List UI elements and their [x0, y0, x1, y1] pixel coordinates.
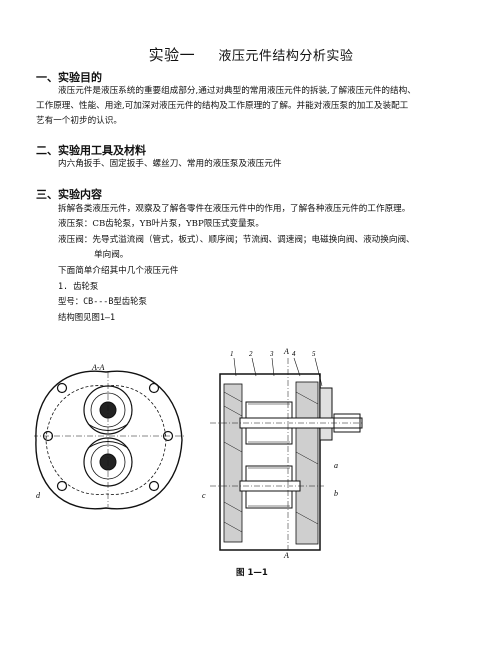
pump-longitudinal-view — [210, 357, 364, 551]
section-heading-tools: 二、实验用工具及材料 — [36, 144, 146, 157]
paragraph-line: 液压阀：先导式溢流阀（管式，板式）、顺序阀；节流阀、调速阀；电磁换向阀、液动换向… — [58, 235, 415, 245]
part-number: 2 — [249, 350, 253, 358]
paragraph-line: 型号：CB---B型齿轮泵 — [58, 296, 147, 306]
paragraph-line: 内六角扳手、固定扳手、螺丝刀、常用的液压泵及液压元件 — [58, 159, 282, 169]
part-number: 4 — [292, 350, 296, 358]
title-sub: 液压元件结构分析实验 — [218, 49, 354, 64]
part-number-labels: 1 2 3 4 5 — [230, 350, 316, 358]
letter-d: d — [36, 491, 41, 500]
cut-label-bottom: A — [283, 551, 289, 560]
title-main: 实验一 — [148, 46, 196, 64]
page-title: 实验一 液压元件结构分析实验 — [0, 44, 502, 65]
section-heading-purpose: 一、实验目的 — [36, 71, 102, 84]
paragraph-line: 单向阀。 — [94, 250, 129, 260]
cut-label-top: A — [283, 347, 289, 356]
gear-pump-drawing: A-A d A A 1 2 3 4 5 — [34, 347, 364, 560]
list-item: 1. 齿轮泵 — [58, 281, 99, 291]
paragraph-line: 下面简单介绍其中几个液压元件 — [58, 266, 179, 276]
part-number: 3 — [269, 350, 274, 358]
letter-a: a — [334, 461, 338, 470]
letter-c: c — [202, 491, 206, 500]
section-heading-content: 三、实验内容 — [36, 188, 102, 201]
part-number: 1 — [230, 350, 234, 358]
paragraph-line: 液压元件是液压系统的重要组成部分,通过对典型的常用液压元件的拆装,了解液压元件的… — [58, 86, 416, 96]
paragraph-line: 拆解各类液压元件，观察及了解各零件在液压元件中的作用，了解各种液压元件的工作原理… — [58, 204, 411, 214]
part-number: 5 — [312, 350, 316, 358]
figure-caption: 图 1—1 — [236, 568, 268, 578]
paragraph-line: 艺有一个初步的认识。 — [36, 116, 122, 126]
paragraph-line: 工作原理、性能、用途,可加深对液压元件的结构及工作原理的了解。并能对液压泵的加工… — [36, 101, 409, 111]
paragraph-line: 结构图见图1—1 — [58, 312, 116, 322]
paragraph-line: 液压泵：CB齿轮泵，YB叶片泵，YBP限压式变量泵。 — [58, 219, 264, 229]
letter-b: b — [334, 489, 338, 498]
section-label: A-A — [91, 363, 105, 372]
pump-section-view — [34, 370, 184, 510]
